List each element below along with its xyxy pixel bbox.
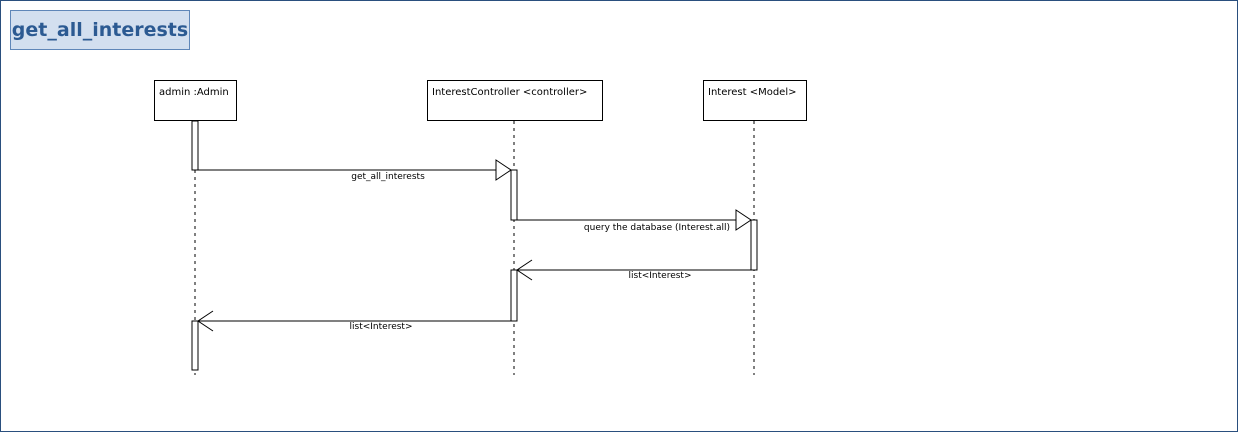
activation-admin-2 — [191, 320, 199, 371]
message-label-3: list<Interest> — [628, 271, 692, 281]
lifeline-box-admin: admin :Admin — [154, 80, 237, 121]
activation-controller-1 — [510, 169, 518, 221]
lifeline-label-admin: admin :Admin — [159, 87, 229, 98]
lifeline-label-model: Interest <Model> — [708, 87, 797, 98]
diagram-title: get_all_interests — [11, 19, 189, 41]
message-arrowhead-2 — [735, 209, 752, 231]
message-label-1: get_all_interests — [351, 172, 425, 182]
lifeline-label-controller: InterestController <controller> — [432, 87, 588, 98]
message-arrowhead-3 — [516, 259, 533, 281]
activation-model-1 — [750, 219, 758, 271]
activation-admin-1 — [191, 120, 199, 171]
message-label-4: list<Interest> — [349, 322, 413, 332]
message-label-2: query the database (Interest.all) — [583, 223, 731, 233]
message-arrowhead-4 — [197, 310, 214, 332]
lifeline-box-controller: InterestController <controller> — [427, 80, 603, 121]
diagram-title-tab: get_all_interests — [10, 10, 190, 50]
activation-controller-2 — [510, 269, 518, 322]
lifeline-box-model: Interest <Model> — [703, 80, 807, 121]
message-arrowhead-1 — [495, 159, 512, 181]
